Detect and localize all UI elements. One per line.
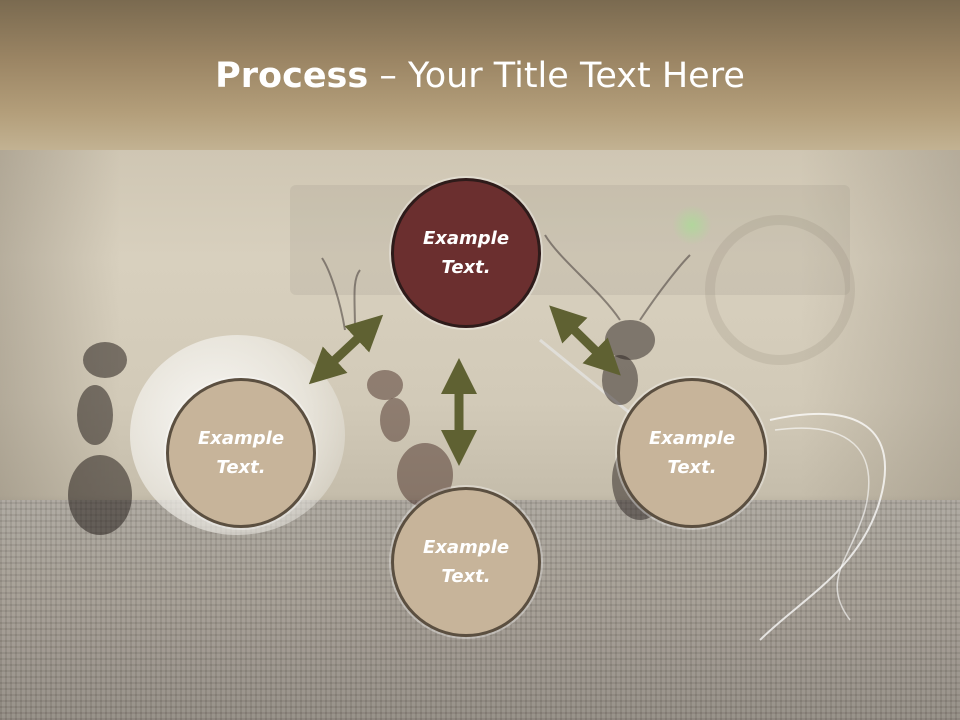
process-node-top[interactable]: Example Text. — [391, 178, 541, 328]
process-node-right[interactable]: Example Text. — [617, 378, 767, 528]
node-line-2: Text. — [441, 257, 491, 278]
process-node-text: Example Text. — [411, 533, 521, 591]
thread-line — [759, 412, 886, 641]
arrow-top-right — [549, 305, 621, 376]
background-left-shade — [0, 150, 120, 510]
node-line-1: Example — [422, 537, 510, 558]
background-blurred-dial — [705, 215, 855, 365]
background-top-band — [0, 0, 960, 150]
thread-line — [774, 427, 870, 621]
node-line-2: Text. — [441, 566, 491, 587]
title-rest-part: – Your Title Text Here — [368, 56, 745, 96]
node-line-2: Text. — [667, 457, 717, 478]
ant-silhouette-left — [68, 342, 132, 535]
background-green-light — [672, 205, 712, 245]
node-line-2: Text. — [216, 457, 266, 478]
process-node-text: Example Text. — [186, 424, 296, 482]
slide-title: Process – Your Title Text Here — [0, 52, 960, 100]
node-line-1: Example — [648, 428, 736, 449]
title-bold-part: Process — [215, 56, 369, 96]
process-node-left[interactable]: Example Text. — [166, 378, 316, 528]
node-line-1: Example — [422, 228, 510, 249]
background-right-shade — [800, 150, 960, 510]
node-line-1: Example — [197, 428, 285, 449]
arrow-top-left — [308, 314, 384, 385]
process-node-text: Example Text. — [637, 424, 747, 482]
process-node-bottom[interactable]: Example Text. — [391, 487, 541, 637]
process-node-text: Example Text. — [411, 224, 521, 282]
